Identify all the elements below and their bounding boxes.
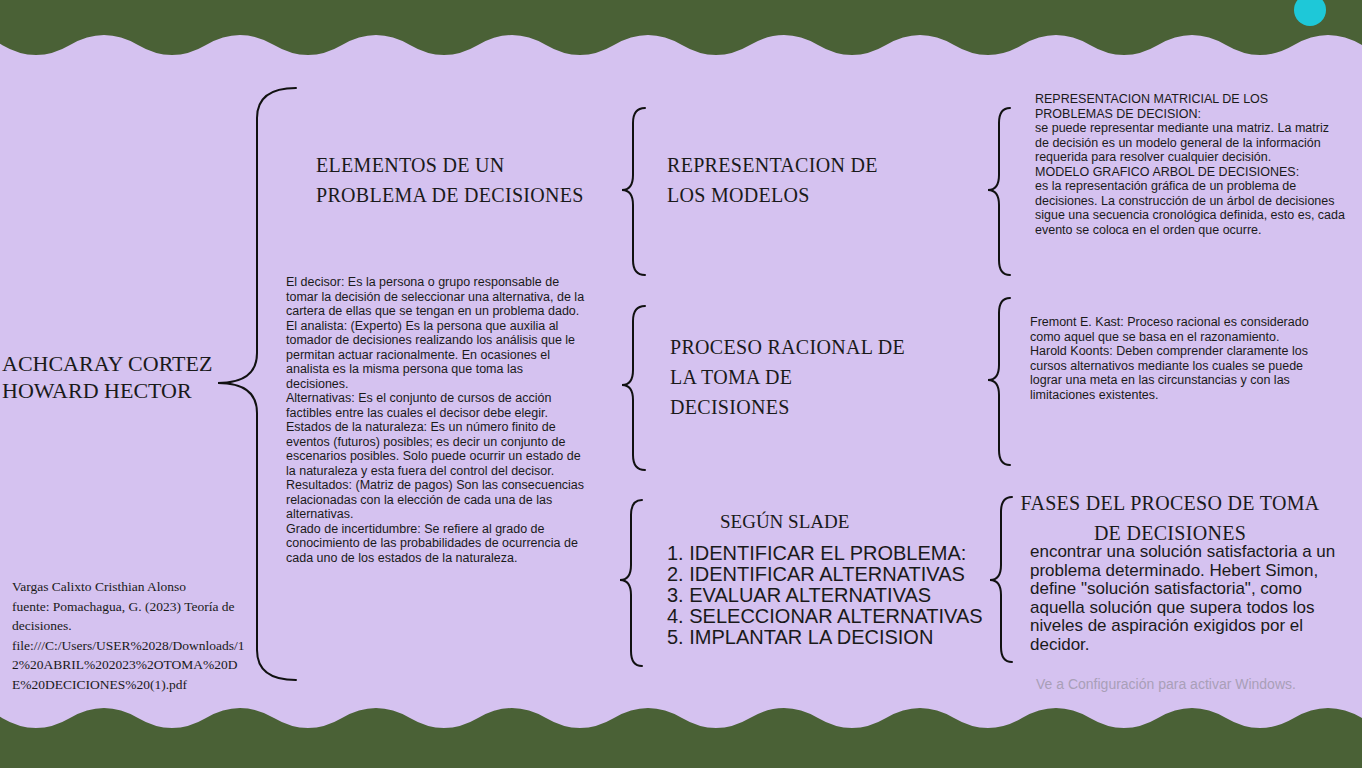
section-heading: PROCESO RACIONAL DE LA TOMA DE DECISIONE… <box>670 332 910 422</box>
author-name: Vargas Calixto Cristhian Alonso <box>12 577 252 597</box>
brace <box>218 88 296 680</box>
bottom-wave-band <box>0 708 1362 768</box>
body-text: se puede representar mediante una matriz… <box>1035 121 1345 165</box>
brace <box>622 108 645 275</box>
text-group: ACHCARAY CORTEZ HOWARD HECTOR <box>2 350 216 404</box>
text-group: REPRESENTACION MATRICIAL DE LOS PROBLEMA… <box>1035 92 1345 237</box>
step-item: 3. EVALUAR ALTERNATIVAS <box>667 585 987 606</box>
brace <box>990 497 1012 662</box>
quote-text: Fremont E. Kast: Proceso racional es con… <box>1030 315 1335 344</box>
definition-text: Alternativas: Es el conjunto de cursos d… <box>286 391 586 420</box>
section-heading: ELEMENTOS DE UN PROBLEMA DE DECISIONES <box>316 150 586 210</box>
step-item: 1. IDENTIFICAR EL PROBLEMA: <box>667 543 987 564</box>
text-group: FASES DEL PROCESO DE TOMA DE DECISIONES <box>1015 488 1325 548</box>
subheading-text: REPRESENTACION MATRICIAL DE LOS PROBLEMA… <box>1035 92 1345 121</box>
body-text: es la representación gráfica de un probl… <box>1035 179 1345 237</box>
watermark-text: Ve a Configuración para activar Windows. <box>1036 676 1346 692</box>
step-item: 5. IMPLANTAR LA DECISION <box>667 627 987 648</box>
text-group: 1. IDENTIFICAR EL PROBLEMA:2. IDENTIFICA… <box>667 543 987 648</box>
text-group: ELEMENTOS DE UN PROBLEMA DE DECISIONES <box>316 150 586 210</box>
brace <box>620 500 642 666</box>
text-group: Ve a Configuración para activar Windows. <box>1036 676 1346 692</box>
brace <box>988 108 1010 275</box>
step-item: 2. IDENTIFICAR ALTERNATIVAS <box>667 564 987 585</box>
section-heading: FASES DEL PROCESO DE TOMA DE DECISIONES <box>1015 488 1325 548</box>
definition-text: El decisor: Es la persona o grupo respon… <box>286 275 586 319</box>
quote-text: Harold Koonts: Deben comprender claramen… <box>1030 344 1335 402</box>
text-group: PROCESO RACIONAL DE LA TOMA DE DECISIONE… <box>670 332 910 422</box>
cyan-dot <box>1294 0 1326 26</box>
brace <box>988 298 1010 465</box>
definition-text: Grado de incertidumbre: Se refiere al gr… <box>286 522 586 566</box>
body-text: encontrar una solución satisfactoria a u… <box>1030 543 1340 654</box>
step-item: 4. SELECCIONAR ALTERNATIVAS <box>667 606 987 627</box>
text-group: REPRESENTACION DE LOS MODELOS <box>667 150 917 210</box>
brace <box>622 306 645 470</box>
text-group: SEGÚN SLADE <box>720 510 940 534</box>
section-heading: REPRESENTACION DE LOS MODELOS <box>667 150 917 210</box>
definition-text: El analista: (Experto) Es la persona que… <box>286 319 586 392</box>
text-group: El decisor: Es la persona o grupo respon… <box>286 275 586 565</box>
definition-text: Resultados: (Matriz de pagos) Son las co… <box>286 478 586 522</box>
source-text: fuente: Pomachagua, G. (2023) Teoría de … <box>12 597 252 636</box>
subheading-text: MODELO GRAFICO ARBOL DE DECISIONES: <box>1035 165 1345 180</box>
text-group: encontrar una solución satisfactoria a u… <box>1030 543 1340 654</box>
text-group: Vargas Calixto Cristhian Alonsofuente: P… <box>12 577 252 694</box>
subheading-text: SEGÚN SLADE <box>720 510 940 534</box>
text-group: Fremont E. Kast: Proceso racional es con… <box>1030 315 1335 402</box>
top-wave-band <box>0 0 1362 55</box>
root-title: ACHCARAY CORTEZ HOWARD HECTOR <box>2 350 216 404</box>
definition-text: Estados de la naturaleza: Es un número f… <box>286 420 586 478</box>
source-url: file:///C:/Users/USER%2028/Downloads/12%… <box>12 636 252 695</box>
